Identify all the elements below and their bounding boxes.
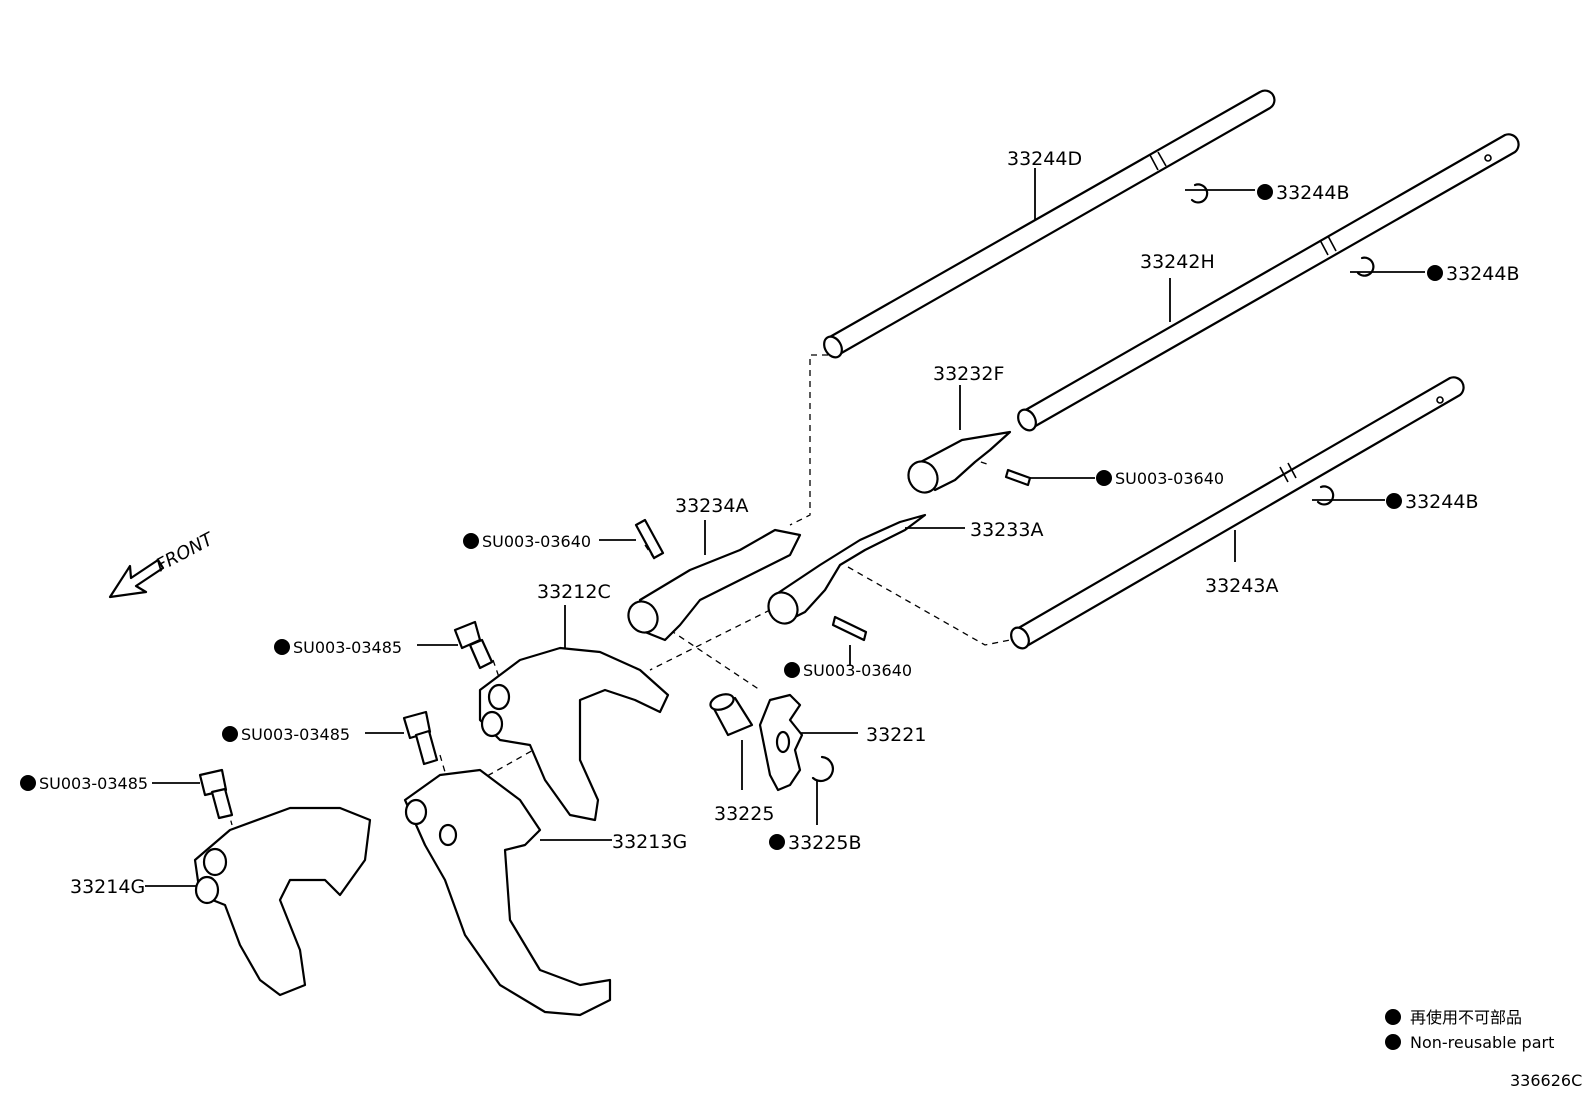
bolts-SU003-03485	[198, 620, 494, 820]
label-33214G: 33214G	[70, 876, 145, 898]
shift-head-33234A	[627, 518, 802, 642]
diagram-code: 336626C	[1510, 1071, 1582, 1090]
label-33244D: 33244D	[1007, 148, 1082, 170]
label-33244B-2: 33244B	[1446, 263, 1519, 285]
label-SU003-03640-a: SU003-03640	[482, 532, 591, 551]
label-SU003-03485-a: SU003-03485	[293, 638, 402, 657]
legend-text-en: Non-reusable part	[1410, 1033, 1554, 1052]
label-33234A: 33234A	[675, 495, 748, 517]
shift-lever-33233A	[767, 513, 927, 642]
pin-33225	[709, 693, 754, 737]
ring-33225B	[811, 755, 834, 783]
interlock-plate-33221	[758, 693, 804, 792]
label-33213G: 33213G	[612, 831, 687, 853]
label-33212C: 33212C	[537, 581, 611, 603]
front-label: FRONT	[152, 528, 218, 576]
front-direction-arrow: FRONT	[108, 528, 218, 599]
label-33225B: 33225B	[788, 832, 861, 854]
label-33244B-3: 33244B	[1405, 491, 1478, 513]
label-33243A: 33243A	[1205, 575, 1278, 597]
shift-fork-33214G	[193, 806, 372, 997]
legend-text-jp: 再使用不可部品	[1410, 1008, 1522, 1027]
shaft-33243A	[1010, 376, 1465, 650]
legend-dot-jp	[1385, 1009, 1401, 1025]
shaft-33244D	[823, 89, 1276, 359]
shift-fork-33212C	[478, 646, 670, 822]
label-33221: 33221	[866, 724, 926, 746]
label-33244B-1: 33244B	[1276, 182, 1349, 204]
label-SU003-03640-b: SU003-03640	[1115, 469, 1224, 488]
label-33232F: 33232F	[933, 363, 1004, 385]
label-33242H: 33242H	[1140, 251, 1215, 273]
leader-lines	[145, 168, 1425, 887]
label-SU003-03485-b: SU003-03485	[241, 725, 350, 744]
legend-dot-en	[1385, 1034, 1401, 1050]
shaft-33242H	[1017, 133, 1520, 432]
snap-rings-33244B	[1190, 183, 1375, 506]
label-33225: 33225	[714, 803, 774, 825]
label-SU003-03485-c: SU003-03485	[39, 774, 148, 793]
assembly-dashed-lines	[227, 354, 1011, 826]
shift-head-33232F	[907, 430, 1032, 494]
label-33233A: 33233A	[970, 519, 1043, 541]
label-SU003-03640-c: SU003-03640	[803, 661, 912, 680]
legend: 再使用不可部品 Non-reusable part	[1385, 1008, 1554, 1052]
part-labels: 33244D 33244B 33242H 33244B 33232F 33243…	[39, 148, 1519, 898]
non-reusable-markers	[20, 184, 1443, 850]
shift-fork-33213G	[403, 768, 612, 1017]
